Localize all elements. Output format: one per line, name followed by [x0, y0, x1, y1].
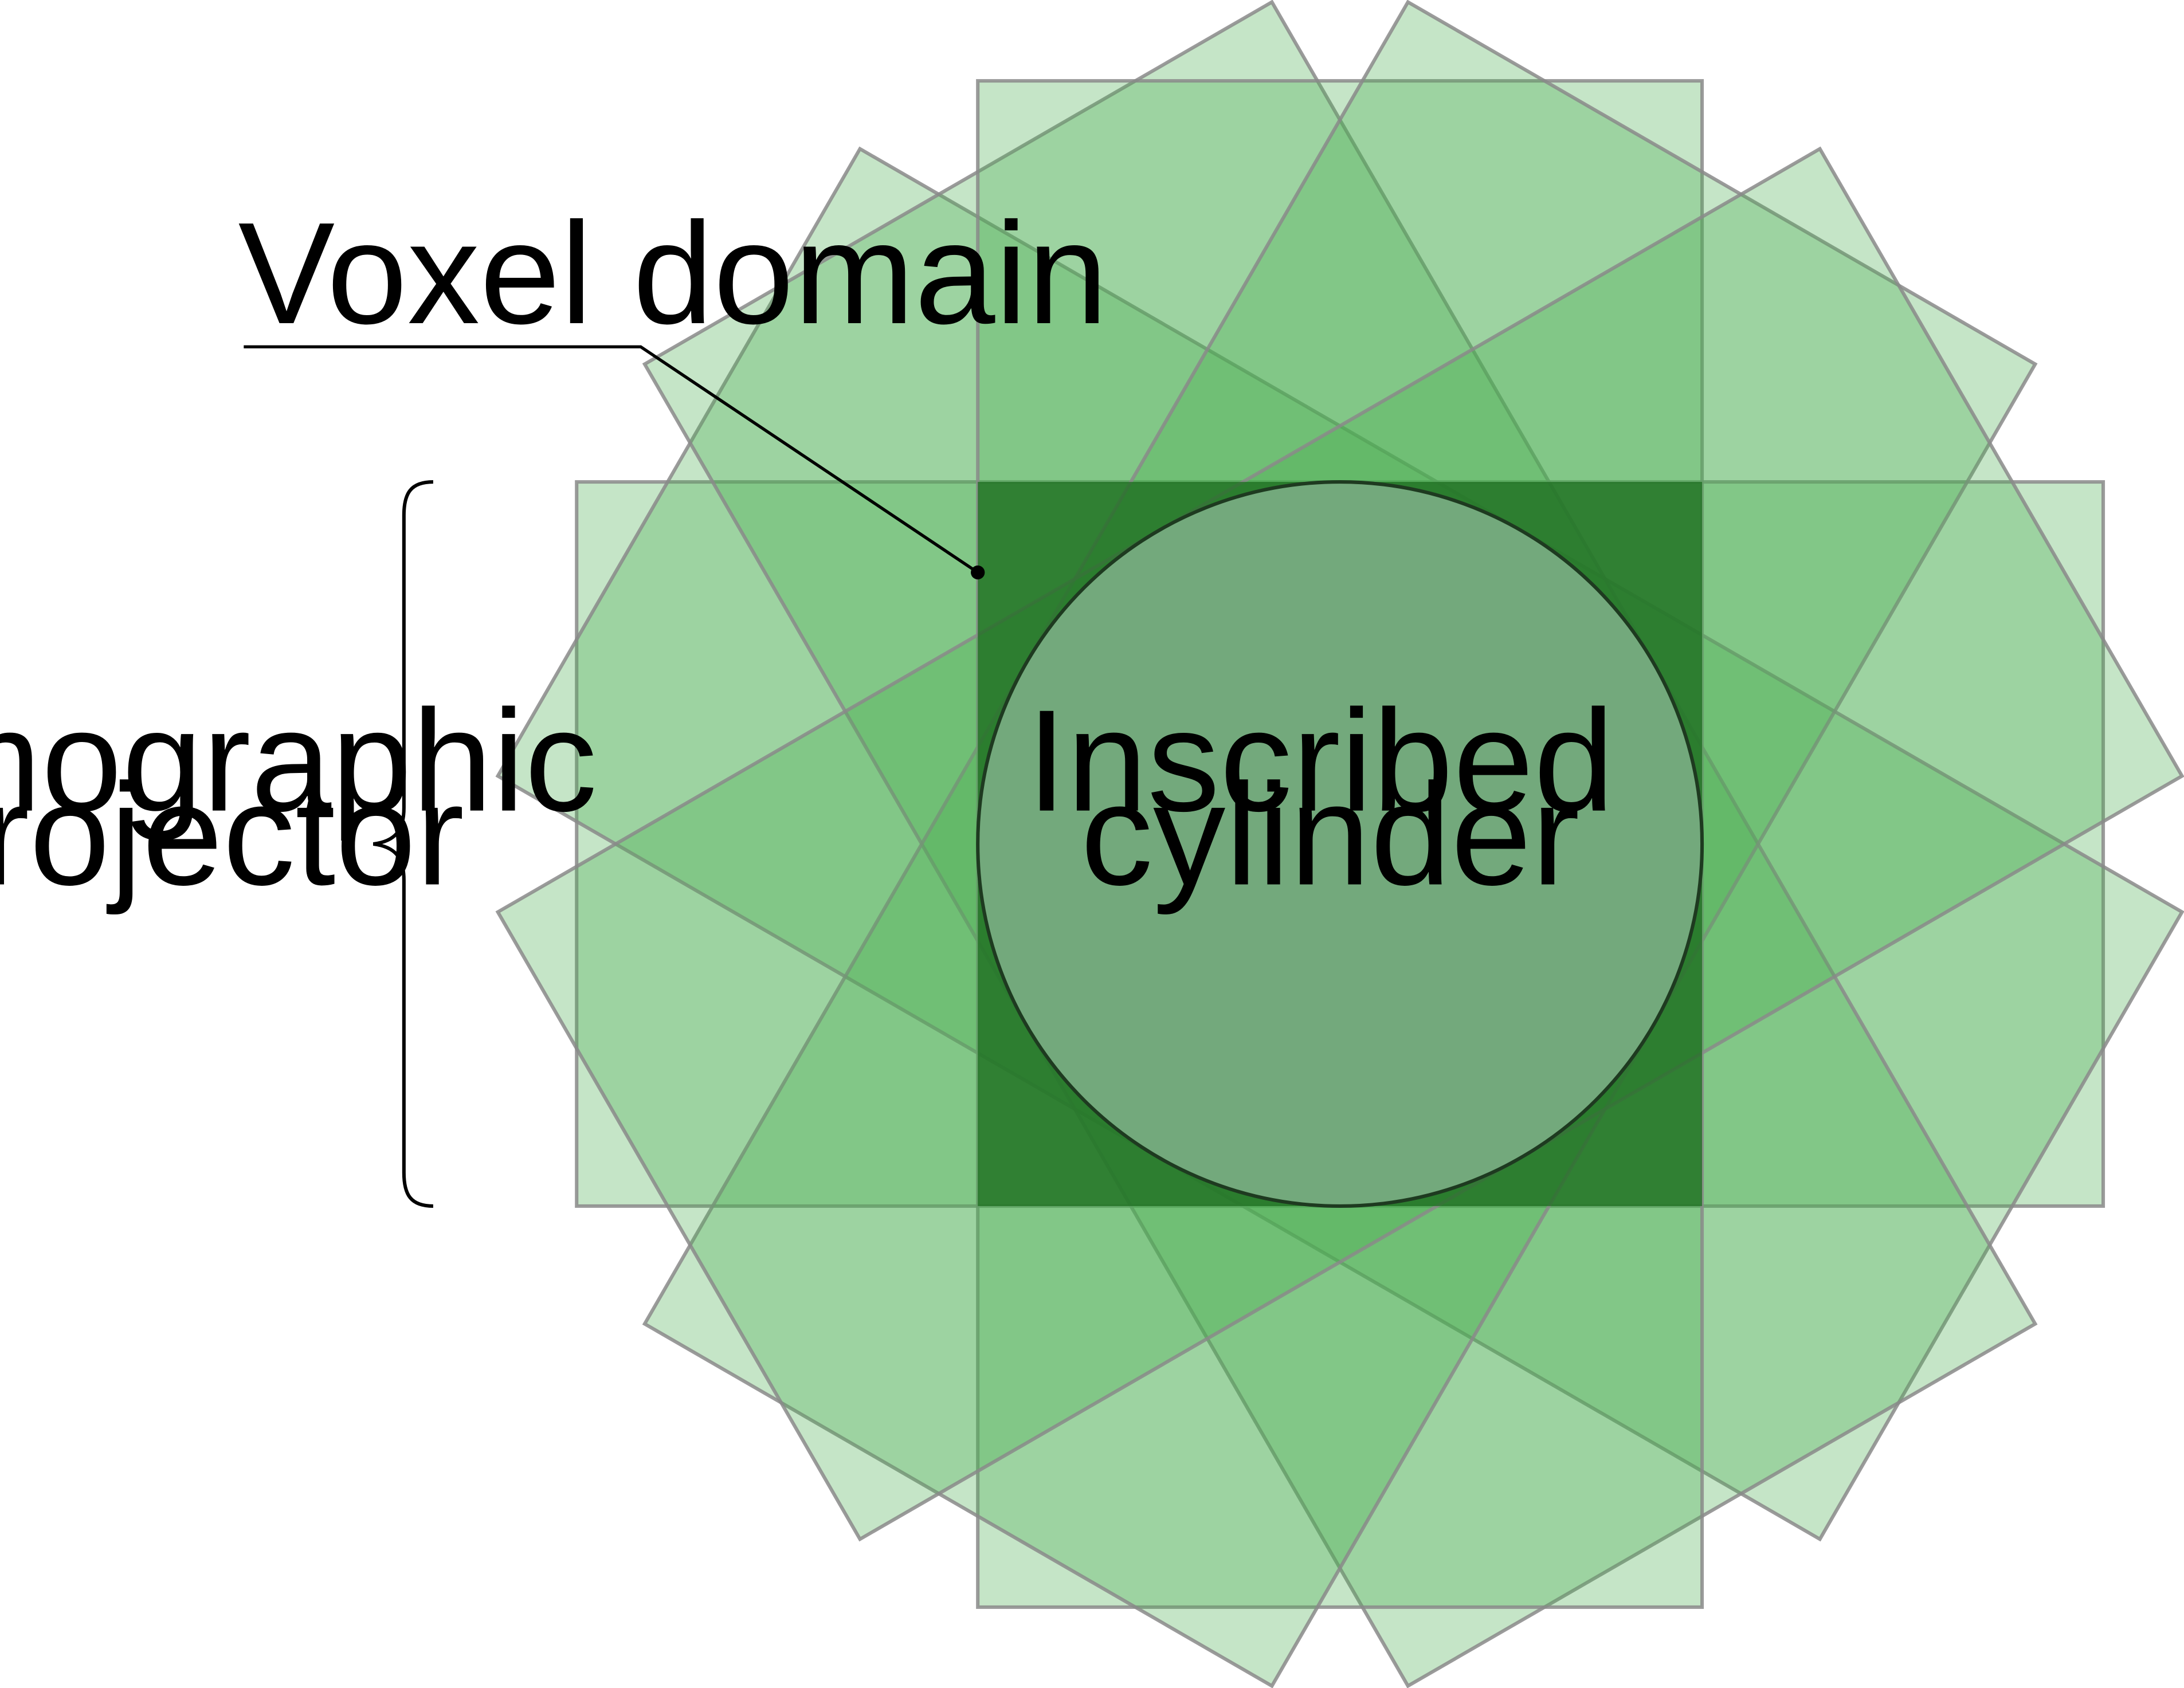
voxel-domain-leader-dot	[971, 565, 985, 580]
projector-label-line1: Tomographic	[0, 680, 597, 842]
cylinder-label-line1: Inscribed	[1026, 680, 1614, 842]
cylinder-label-line2: cylinder	[1081, 753, 1580, 915]
voxel-domain-label: Voxel domain	[238, 192, 1108, 354]
projector-label-line2: projector	[0, 753, 464, 915]
projector-brace	[373, 480, 433, 1208]
inscribed-cylinder	[976, 480, 1704, 1208]
voxel-domain-leader-line	[244, 345, 979, 574]
